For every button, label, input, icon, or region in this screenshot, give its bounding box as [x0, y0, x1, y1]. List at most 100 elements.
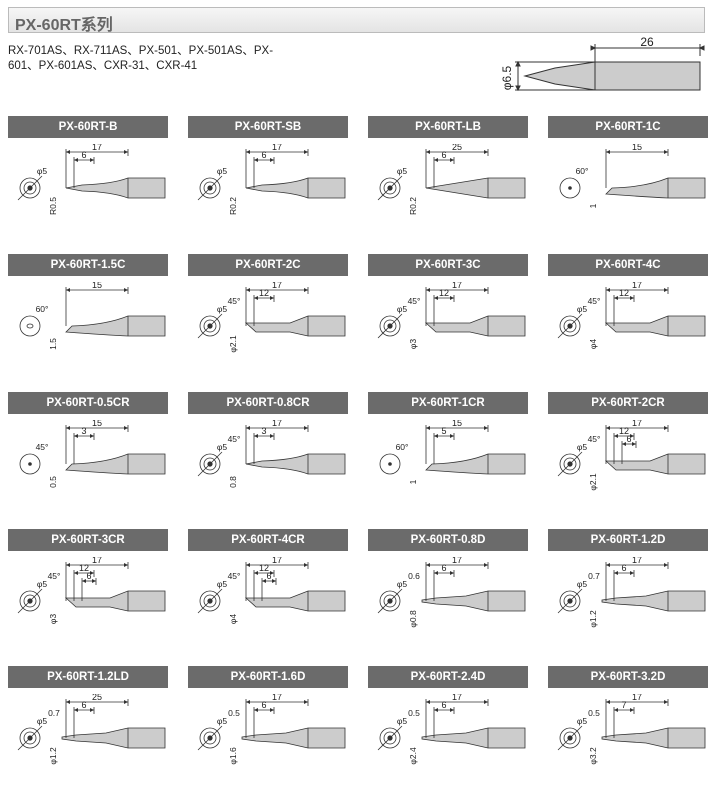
- tip-label-b: 45°: [228, 571, 241, 581]
- tip-name-header: PX-60RT-0.8D: [368, 529, 528, 551]
- tip-label-b: 45°: [228, 296, 241, 306]
- tip-label-a: φ5: [217, 304, 228, 314]
- tip-label-a: φ5: [217, 166, 228, 176]
- dimension-label: 6: [81, 150, 86, 160]
- dimension-label: 17: [632, 557, 642, 565]
- dimension-label: 12: [259, 563, 269, 573]
- dimension-label: 6: [81, 700, 86, 710]
- dimension-label: 17: [452, 282, 462, 290]
- tip-label-a: 60°: [36, 304, 49, 314]
- hero-tip-diagram: 26 φ6.5: [500, 36, 705, 92]
- tip-label-extra: 1.5: [48, 338, 58, 350]
- tip-label-a: φ5: [37, 716, 48, 726]
- tip-name-header: PX-60RT-3C: [368, 254, 528, 276]
- tip-label-a: φ5: [577, 442, 588, 452]
- tip-label-extra: φ3: [408, 339, 418, 350]
- dimension-label: 12: [619, 288, 629, 298]
- tip-label-a: φ5: [397, 166, 408, 176]
- dimension-label: 6: [441, 700, 446, 710]
- tip-name-header: PX-60RT-1.2D: [548, 529, 708, 551]
- tip-label-a: 45°: [36, 442, 49, 452]
- dimension-label: 6: [261, 700, 266, 710]
- dimension-label: 17: [272, 420, 282, 428]
- tip-label-a: φ5: [397, 579, 408, 589]
- dimension-label: 17: [632, 694, 642, 702]
- tip-label-b: 0.5: [408, 708, 420, 718]
- tip-name-header: PX-60RT-1CR: [368, 392, 528, 414]
- dimension-label: 17: [632, 420, 642, 428]
- dimension-label: 3: [261, 426, 266, 436]
- tip-label-extra: φ1.2: [48, 747, 58, 765]
- tip-label-extra: 1: [588, 203, 598, 208]
- dimension-label: 17: [272, 282, 282, 290]
- tip-label-extra: φ4: [588, 339, 598, 350]
- dimension-label: 15: [632, 144, 642, 152]
- tip-label-b: 45°: [48, 571, 61, 581]
- dimension-label: 17: [92, 557, 102, 565]
- tip-name-header: PX-60RT-LB: [368, 116, 528, 138]
- page-title: PX-60RT系列: [15, 17, 113, 34]
- tip-label-extra: φ2.1: [588, 473, 598, 491]
- tip-label-b: 0.5: [228, 708, 240, 718]
- dimension-label: 6: [441, 150, 446, 160]
- tip-label-b: 45°: [228, 434, 241, 444]
- tip-label-a: φ5: [397, 304, 408, 314]
- tip-name-header: PX-60RT-4CR: [188, 529, 348, 551]
- tip-name-header: PX-60RT-1C: [548, 116, 708, 138]
- tip-name-header: PX-60RT-1.2LD: [8, 666, 168, 688]
- tip-label-a: φ5: [217, 716, 228, 726]
- tip-label-extra: R0.2: [408, 197, 418, 215]
- tip-label-a: φ5: [397, 716, 408, 726]
- tip-name-header: PX-60RT-0.5CR: [8, 392, 168, 414]
- dimension-label: 17: [452, 694, 462, 702]
- dimension-label: 15: [452, 420, 462, 428]
- tip-name-header: PX-60RT-2.4D: [368, 666, 528, 688]
- tip-name-header: PX-60RT-3CR: [8, 529, 168, 551]
- dimension-label: 12: [439, 288, 449, 298]
- dimension-label: 6: [86, 571, 91, 581]
- tip-name-header: PX-60RT-SB: [188, 116, 348, 138]
- dimension-label: 12: [619, 426, 629, 436]
- tip-label-extra: φ1.2: [588, 610, 598, 628]
- tip-label-a: φ5: [577, 304, 588, 314]
- dimension-label: 17: [272, 144, 282, 152]
- dimension-label: 6: [266, 571, 271, 581]
- tip-label-b: 0.6: [408, 571, 420, 581]
- dimension-label: 7: [621, 700, 626, 710]
- tip-label-b: 45°: [588, 296, 601, 306]
- dimension-label: 6: [261, 150, 266, 160]
- dimension-label: 6: [626, 434, 631, 444]
- tip-name-header: PX-60RT-0.8CR: [188, 392, 348, 414]
- dimension-label: 17: [92, 144, 102, 152]
- tip-label-extra: 0.8: [228, 476, 238, 488]
- tip-label-b: 0.7: [48, 708, 60, 718]
- tip-label-extra: R0.2: [228, 197, 238, 215]
- tip-label-a: 60°: [396, 442, 409, 452]
